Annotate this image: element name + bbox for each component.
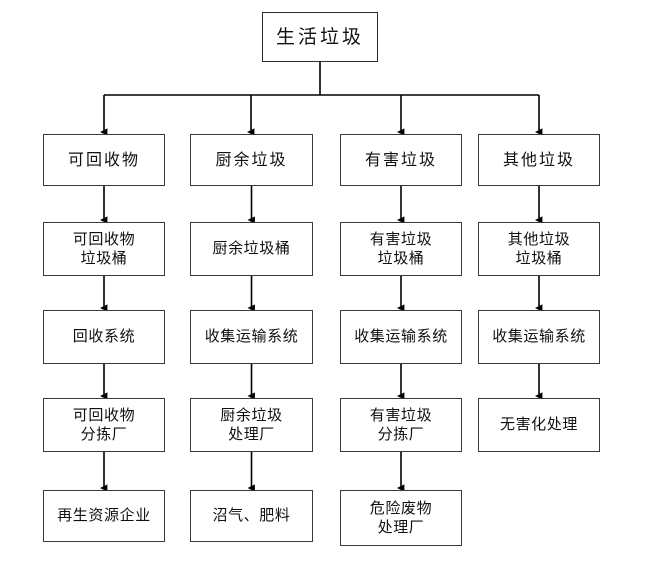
- node-recyclable-5[interactable]: 再生资源企业: [43, 490, 165, 542]
- node-hazardous-waste-3[interactable]: 收集运输系统: [340, 310, 462, 364]
- node-kitchen-waste-5-label: 沼气、肥料: [212, 506, 291, 525]
- node-hazardous-waste-4[interactable]: 有害垃圾 分拣厂: [340, 398, 462, 452]
- node-kitchen-waste-1[interactable]: 厨余垃圾: [190, 134, 313, 186]
- node-recyclable-5-label: 再生资源企业: [57, 506, 151, 525]
- node-kitchen-waste-3-label: 收集运输系统: [204, 327, 299, 346]
- node-hazardous-waste-4-label: 有害垃圾 分拣厂: [369, 405, 433, 443]
- node-hazardous-waste-2[interactable]: 有害垃圾 垃圾桶: [340, 222, 462, 276]
- node-other-waste-3[interactable]: 收集运输系统: [478, 310, 600, 364]
- node-hazardous-waste-3-label: 收集运输系统: [354, 327, 448, 346]
- node-kitchen-waste-4[interactable]: 厨余垃圾 处理厂: [190, 398, 313, 452]
- node-root-domestic-waste[interactable]: 生活垃圾: [262, 12, 378, 62]
- node-other-waste-4[interactable]: 无害化处理: [478, 398, 600, 452]
- node-hazardous-waste-5-label: 危险废物 处理厂: [369, 498, 433, 536]
- node-recyclable-3-label: 回收系统: [72, 327, 136, 346]
- node-hazardous-waste-1-label: 有害垃圾: [364, 149, 437, 169]
- node-kitchen-waste-1-label: 厨余垃圾: [215, 149, 288, 169]
- node-hazardous-waste-5[interactable]: 危险废物 处理厂: [340, 490, 462, 546]
- node-recyclable-2[interactable]: 可回收物 垃圾桶: [43, 222, 165, 276]
- node-recyclable-1[interactable]: 可回收物: [43, 134, 165, 186]
- node-other-waste-3-label: 收集运输系统: [492, 327, 586, 346]
- node-hazardous-waste-2-label: 有害垃圾 垃圾桶: [369, 229, 433, 267]
- node-kitchen-waste-5[interactable]: 沼气、肥料: [190, 490, 313, 542]
- node-other-waste-1-label: 其他垃圾: [502, 149, 575, 169]
- node-recyclable-4[interactable]: 可回收物 分拣厂: [43, 398, 165, 452]
- node-kitchen-waste-4-label: 厨余垃圾 处理厂: [220, 405, 283, 443]
- node-other-waste-4-label: 无害化处理: [499, 415, 578, 434]
- node-recyclable-4-label: 可回收物 分拣厂: [72, 405, 136, 443]
- node-hazardous-waste-1[interactable]: 有害垃圾: [340, 134, 462, 186]
- node-recyclable-1-label: 可回收物: [67, 149, 140, 169]
- node-recyclable-2-label: 可回收物 垃圾桶: [72, 229, 136, 267]
- node-other-waste-1[interactable]: 其他垃圾: [478, 134, 600, 186]
- node-recyclable-3[interactable]: 回收系统: [43, 310, 165, 364]
- node-kitchen-waste-2[interactable]: 厨余垃圾桶: [190, 222, 313, 276]
- node-kitchen-waste-2-label: 厨余垃圾桶: [212, 239, 291, 258]
- node-kitchen-waste-3[interactable]: 收集运输系统: [190, 310, 313, 364]
- node-other-waste-2-label: 其他垃圾 垃圾桶: [507, 229, 571, 267]
- node-root-domestic-waste-label: 生活垃圾: [275, 25, 364, 48]
- node-other-waste-2[interactable]: 其他垃圾 垃圾桶: [478, 222, 600, 276]
